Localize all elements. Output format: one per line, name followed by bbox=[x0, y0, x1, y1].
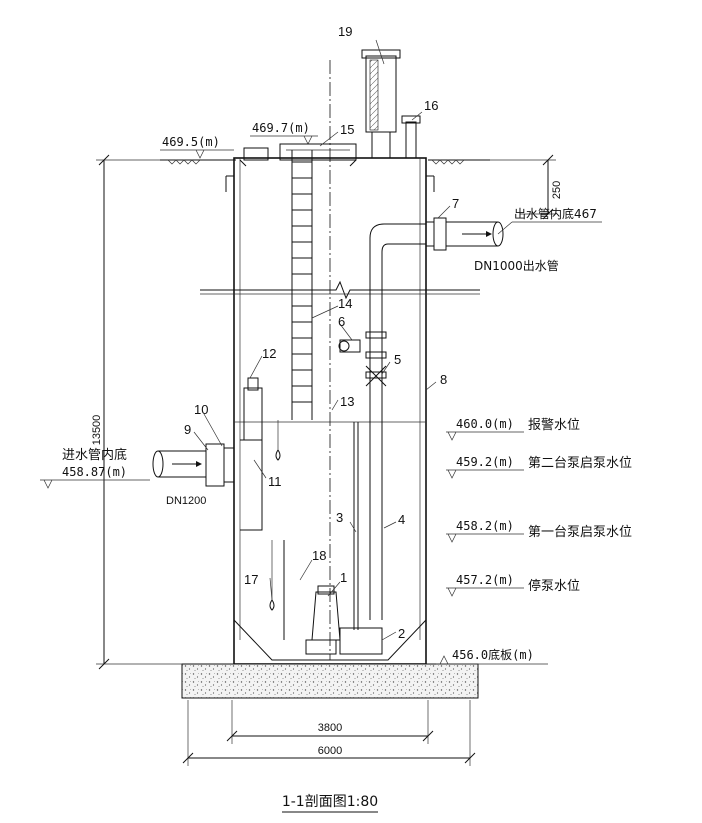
level-sensors bbox=[269, 420, 285, 640]
elevation-second-pump-label: 459.2(m) bbox=[456, 455, 514, 469]
outlet-leader bbox=[497, 221, 513, 235]
vent-pipe bbox=[401, 115, 421, 159]
top-offset-label: 250 bbox=[551, 181, 563, 199]
water-level-alarm: 报警水位 bbox=[528, 417, 580, 433]
callout-6: 6 bbox=[338, 314, 345, 329]
inlet-invert-text: 进水管内底 bbox=[62, 447, 127, 463]
water-level-first-pump: 第一台泵启泵水位 bbox=[528, 525, 632, 540]
elevation-ground-label: 469.5(m) bbox=[162, 135, 220, 149]
height-dim-label: 13500 bbox=[91, 415, 103, 446]
elevation-inlet-label: 458.87(m) bbox=[62, 465, 127, 479]
ground-right bbox=[428, 159, 490, 165]
callout-leaders bbox=[193, 39, 451, 641]
elevation-base bbox=[436, 655, 548, 665]
callout-7: 7 bbox=[452, 196, 459, 211]
elevation-first-pump bbox=[446, 533, 524, 543]
callout-3: 3 bbox=[336, 510, 343, 525]
outer-width-label: 6000 bbox=[318, 745, 342, 757]
elevation-top bbox=[250, 135, 318, 145]
callout-16: 16 bbox=[424, 98, 438, 113]
outlet-pipe bbox=[338, 217, 504, 620]
elevation-top-label: 469.7(m) bbox=[252, 121, 310, 135]
inlet-pipe bbox=[152, 377, 263, 531]
access-ladder bbox=[291, 150, 313, 420]
elevation-first-pump-label: 458.2(m) bbox=[456, 519, 514, 533]
callout-17: 17 bbox=[244, 572, 258, 587]
callout-11: 11 bbox=[268, 474, 282, 489]
top-cover bbox=[239, 143, 357, 167]
elevation-alarm-label: 460.0(m) bbox=[456, 417, 514, 431]
callout-8: 8 bbox=[440, 372, 447, 387]
elevation-second-pump bbox=[446, 469, 524, 479]
elevation-inlet bbox=[40, 479, 150, 489]
callout-9: 9 bbox=[184, 422, 191, 437]
elevation-stop-label: 457.2(m) bbox=[456, 573, 514, 587]
elevation-stop bbox=[446, 587, 524, 597]
pump-assembly bbox=[305, 422, 383, 655]
callout-12: 12 bbox=[262, 346, 276, 361]
elevation-alarm bbox=[446, 431, 524, 441]
inlet-dn-label: DN1200 bbox=[166, 495, 206, 507]
callout-19: 19 bbox=[338, 24, 352, 39]
drawing-title: 1-1剖面图1:80 bbox=[282, 794, 378, 810]
water-level-second-pump: 第二台泵启泵水位 bbox=[528, 456, 632, 471]
elevation-ground bbox=[160, 149, 234, 159]
callout-2: 2 bbox=[398, 626, 405, 641]
width-dimensions bbox=[182, 700, 476, 766]
control-cabinet bbox=[361, 49, 401, 158]
callout-1: 1 bbox=[340, 570, 347, 585]
callout-5: 5 bbox=[394, 352, 401, 367]
base-slab bbox=[181, 663, 479, 699]
callout-18: 18 bbox=[312, 548, 326, 563]
elevation-base-label: 456.0底板(m) bbox=[452, 647, 534, 662]
water-level-stop: 停泵水位 bbox=[528, 578, 580, 594]
inner-width-label: 3800 bbox=[318, 722, 342, 734]
top-offset-dimension bbox=[490, 154, 556, 220]
callout-10: 10 bbox=[194, 402, 208, 417]
outlet-dn-label: DN1000出水管 bbox=[474, 258, 559, 273]
callout-13: 13 bbox=[340, 394, 354, 409]
ground-left bbox=[160, 159, 236, 165]
height-dimension bbox=[96, 154, 182, 670]
well-body bbox=[200, 157, 480, 665]
outlet-invert-label: 出水管内底467 bbox=[514, 206, 597, 221]
callout-14: 14 bbox=[338, 296, 352, 311]
callout-15: 15 bbox=[340, 122, 354, 137]
callout-4: 4 bbox=[398, 512, 405, 527]
